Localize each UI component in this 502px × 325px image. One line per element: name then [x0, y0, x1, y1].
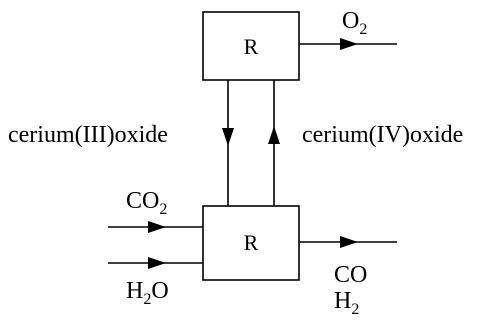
co-label: CO — [334, 262, 367, 288]
o2-label: O2 — [342, 8, 367, 38]
h2-label: H2 — [334, 288, 359, 318]
ce3-down-arrow — [222, 128, 234, 146]
co2-label: CO2 — [126, 188, 167, 218]
co2-arrow — [148, 221, 166, 233]
bottom-reactor-label: R — [244, 230, 259, 255]
ce4-up-arrow — [268, 126, 280, 144]
ce4-label: cerium(IV)oxide — [302, 122, 463, 148]
bottom-reactor-box — [202, 205, 300, 281]
syngas-arrow — [340, 236, 358, 248]
top-reactor-box — [202, 11, 300, 81]
top-reactor-label: R — [244, 34, 259, 59]
ce3-label: cerium(III)oxide — [8, 122, 168, 148]
h2o-arrow — [148, 257, 166, 269]
h2o-label: H2O — [126, 278, 169, 308]
o2-arrow — [340, 38, 358, 50]
